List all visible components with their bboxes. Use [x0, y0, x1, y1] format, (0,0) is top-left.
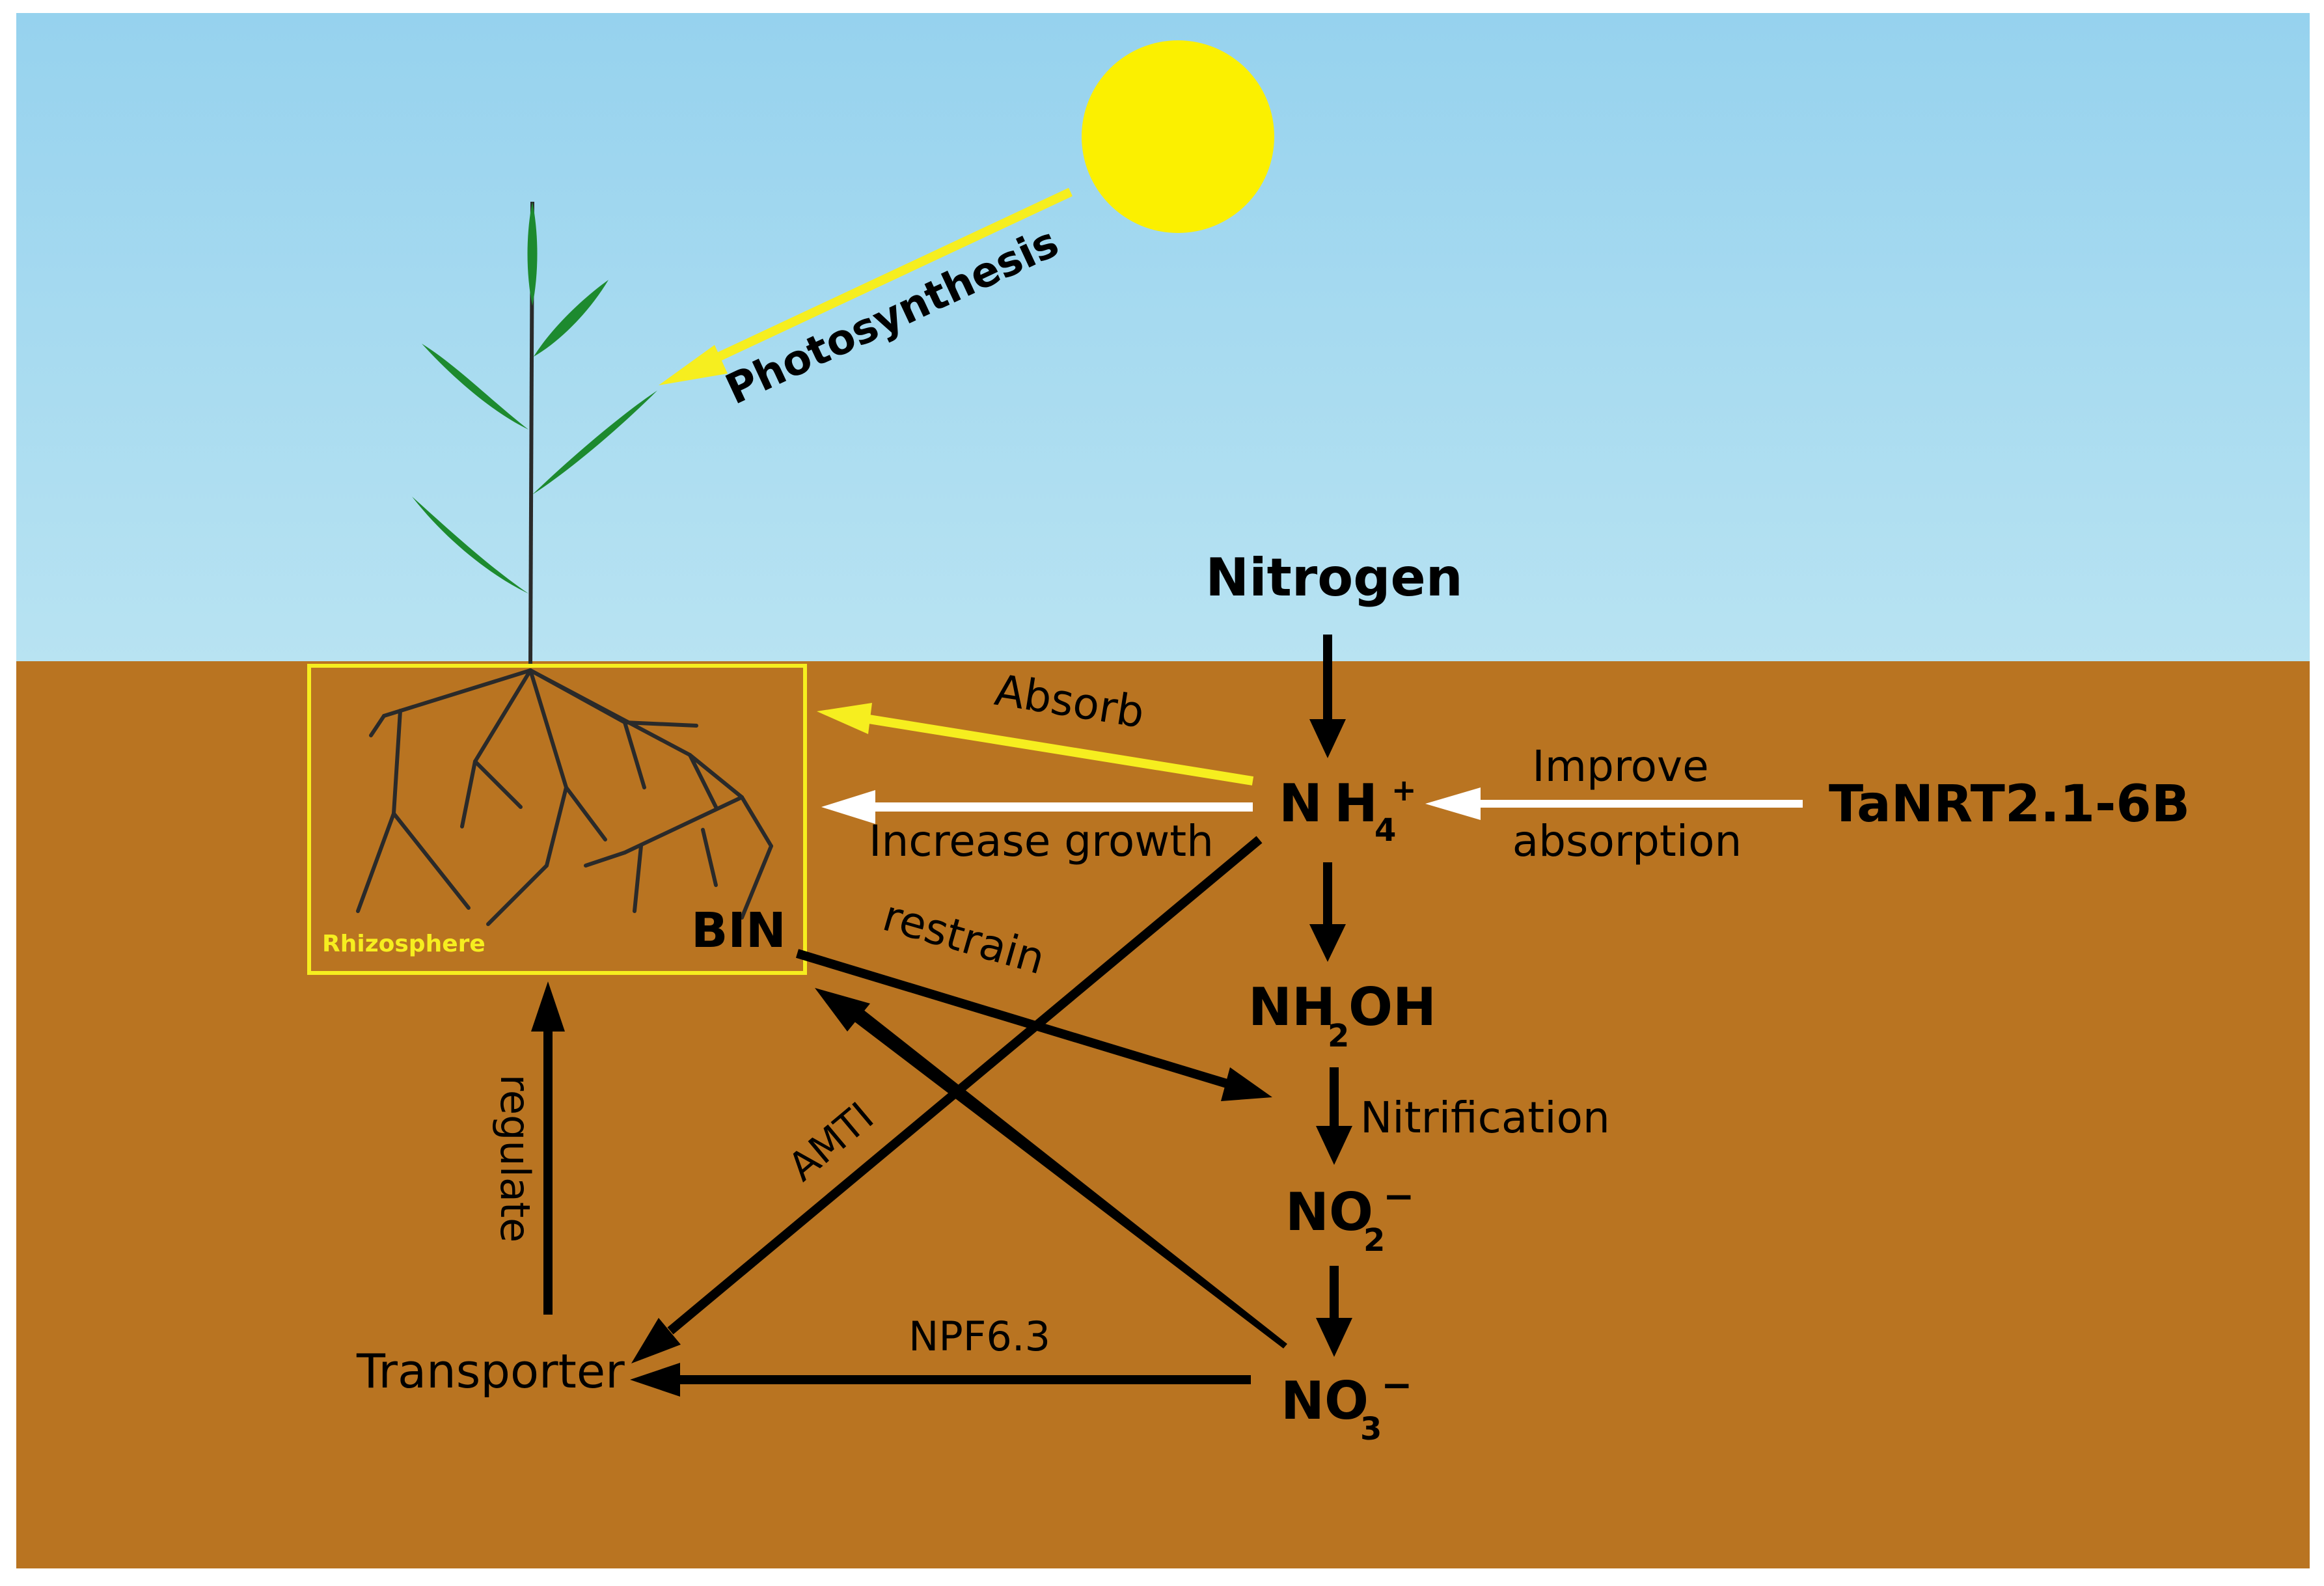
- nh4-species: N H 4 +: [1279, 772, 1417, 849]
- npf-arrow: [630, 1363, 1251, 1397]
- root-system-icon: [356, 668, 773, 926]
- nh4-to-nh2oh-arrow: [1309, 862, 1346, 962]
- regulate-label: regulate: [491, 1074, 539, 1243]
- wheat-plant-icon: [412, 201, 657, 664]
- no3-species: NO 3 −: [1281, 1363, 1413, 1447]
- improve-absorption-arrow: [1425, 787, 1803, 820]
- nh4-n: N: [1279, 773, 1322, 834]
- no2-subscript: 2: [1363, 1222, 1385, 1259]
- soil: [16, 661, 2310, 1568]
- nitrogen-to-nh4-arrow: [1309, 635, 1346, 758]
- amti-arrow: [631, 836, 1263, 1363]
- sun-icon: [1082, 40, 1274, 233]
- no2-species: NO 2 −: [1285, 1174, 1415, 1259]
- absorb-arrow: [817, 703, 1254, 786]
- npf-label: NPF6.3: [909, 1313, 1050, 1360]
- no3-no: NO: [1281, 1371, 1369, 1431]
- no3-superscript: −: [1381, 1363, 1413, 1407]
- tanrt-gene-label: TaNRT2.1-6B: [1829, 775, 2190, 834]
- nh4-superscript: +: [1391, 772, 1417, 808]
- restrain-arrow: [795, 949, 1272, 1101]
- nh2oh-nh: NH: [1248, 977, 1335, 1037]
- rhizosphere-box: [307, 664, 807, 975]
- bin-label: BIN: [691, 903, 786, 959]
- nh2oh-subscript: 2: [1328, 1018, 1349, 1054]
- nh4-h: H: [1334, 773, 1378, 834]
- nh2oh-species: NH 2 OH: [1248, 977, 1436, 1054]
- absorption-label: absorption: [1512, 816, 1742, 866]
- increase-growth-label: Increase growth: [869, 816, 1214, 866]
- nh2oh-oh: OH: [1348, 977, 1436, 1037]
- no2-no: NO: [1285, 1182, 1373, 1242]
- increase-growth-arrow: [821, 790, 1253, 824]
- rhizosphere-label: Rhizosphere: [322, 931, 485, 957]
- no2-to-no3-arrow: [1316, 1266, 1352, 1357]
- regulate-arrow: [531, 981, 565, 1315]
- no2-superscript: −: [1383, 1174, 1415, 1218]
- nitrogen-label: Nitrogen: [1205, 547, 1463, 608]
- no3-subscript: 3: [1360, 1411, 1382, 1447]
- nh2oh-to-no2-arrow: [1316, 1067, 1352, 1165]
- no3-to-bin-arrow: [815, 988, 1287, 1348]
- photosynthesis-arrow: [659, 187, 1073, 385]
- transporter-label: Transporter: [356, 1344, 625, 1399]
- improve-label: Improve: [1532, 741, 1708, 791]
- nitrification-label: Nitrification: [1360, 1093, 1610, 1143]
- nh4-subscript: 4: [1374, 812, 1396, 849]
